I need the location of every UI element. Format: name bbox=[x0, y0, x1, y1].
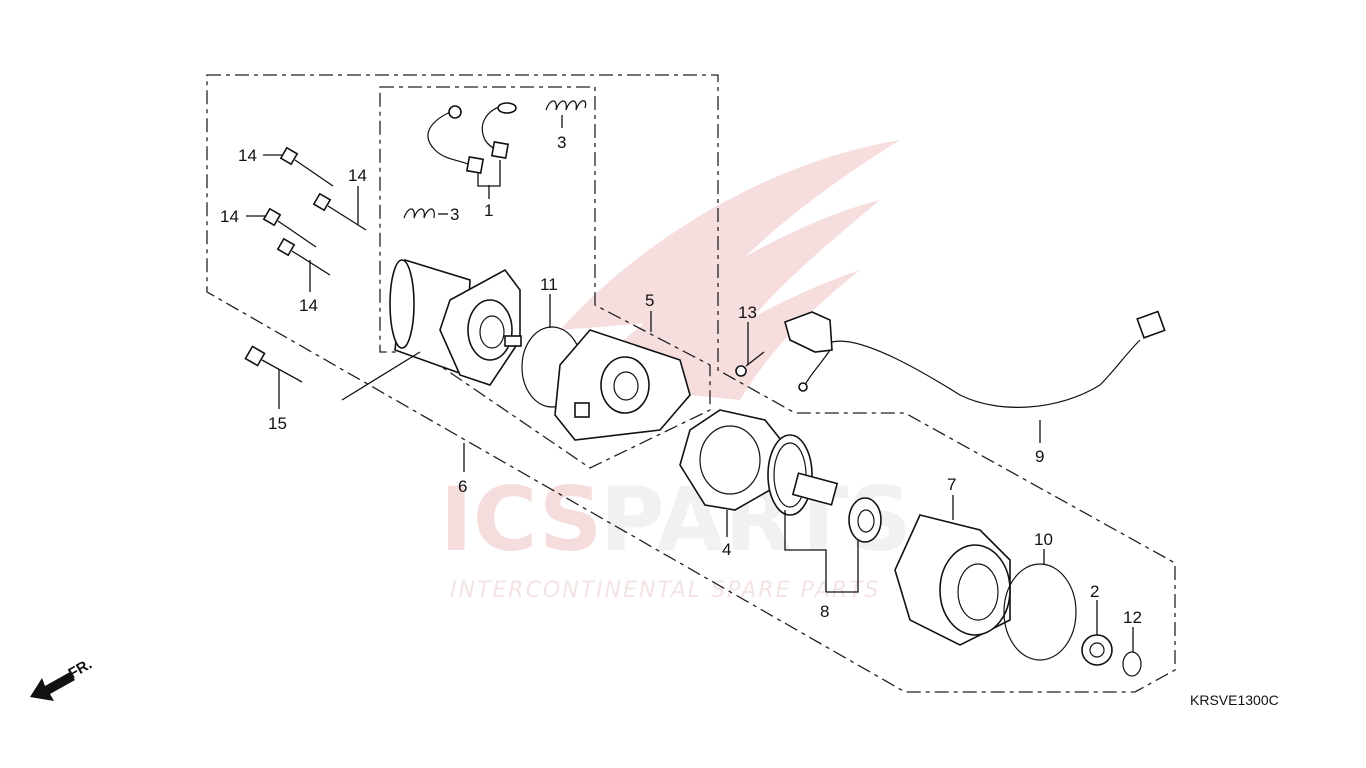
gear-shaft-8 bbox=[767, 434, 839, 516]
front-direction-marker: FR. bbox=[30, 656, 95, 701]
bolt-15 bbox=[244, 345, 303, 383]
wing-logo bbox=[560, 140, 900, 400]
bearing bbox=[848, 497, 882, 543]
bolt-14-c bbox=[262, 207, 317, 248]
o-ring-10 bbox=[1003, 563, 1077, 661]
starter-motor bbox=[389, 258, 522, 386]
callout-13: 13 bbox=[738, 303, 757, 322]
wire-harness-9 bbox=[784, 310, 1166, 408]
spring-top bbox=[545, 100, 587, 111]
callout-3-mid: 3 bbox=[450, 205, 459, 224]
callout-2: 2 bbox=[1090, 582, 1099, 601]
callout-1: 1 bbox=[484, 201, 493, 220]
callout-10: 10 bbox=[1034, 530, 1053, 549]
spring-mid bbox=[403, 208, 435, 219]
gasket-4 bbox=[679, 409, 786, 511]
bolt-14-b bbox=[312, 192, 367, 231]
callout-12: 12 bbox=[1123, 608, 1142, 627]
callout-15: 15 bbox=[268, 414, 287, 433]
circlip-12 bbox=[1122, 651, 1142, 677]
bolt-14-a bbox=[279, 146, 334, 187]
bolt-14-d bbox=[276, 237, 331, 276]
watermark-ics: ICS bbox=[440, 468, 602, 571]
bolt-13 bbox=[735, 351, 765, 377]
callout-11: 11 bbox=[540, 275, 558, 294]
callout-9: 9 bbox=[1035, 447, 1044, 466]
callout-8: 8 bbox=[820, 602, 829, 621]
callout-14-b: 14 bbox=[348, 166, 367, 185]
callout-7: 7 bbox=[947, 475, 956, 494]
callout-14-a: 14 bbox=[238, 146, 257, 165]
callout-4: 4 bbox=[722, 540, 731, 559]
outer-assembly-outline bbox=[206, 74, 1176, 693]
callout-6: 6 bbox=[458, 477, 467, 496]
motor-cover-5 bbox=[554, 329, 691, 441]
housing-7 bbox=[894, 514, 1011, 646]
brush-set bbox=[427, 102, 517, 187]
watermark-tagline: INTERCONTINENTAL SPARE PARTS bbox=[450, 578, 880, 603]
callout-3-top: 3 bbox=[557, 133, 566, 152]
diagram-code: KRSVE1300C bbox=[1190, 692, 1279, 708]
arrow-left-down-icon bbox=[30, 672, 75, 701]
callout-14-c: 14 bbox=[220, 207, 239, 226]
motor-subassembly-outline bbox=[379, 86, 711, 469]
callout-5: 5 bbox=[645, 291, 654, 310]
leader-lines bbox=[246, 115, 1134, 652]
callout-14-d: 14 bbox=[299, 296, 318, 315]
sprocket-2 bbox=[1081, 634, 1113, 666]
